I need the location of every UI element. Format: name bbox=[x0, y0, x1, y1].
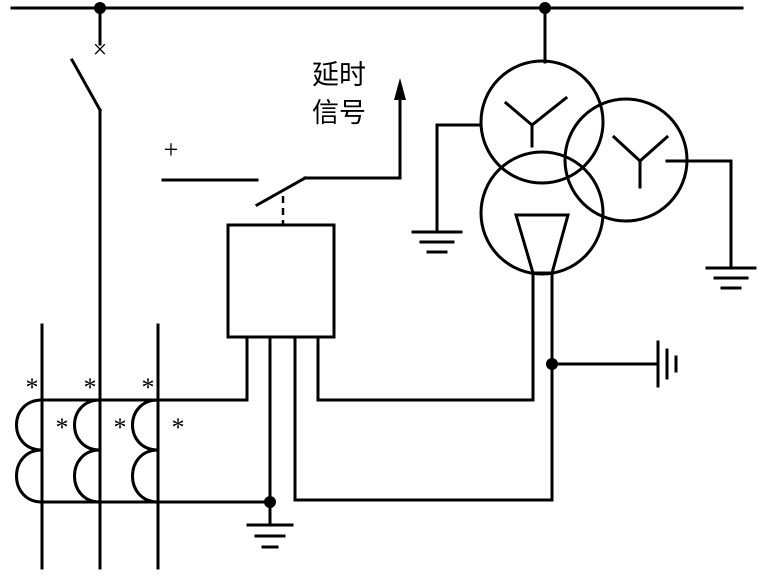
plus-label: + bbox=[164, 135, 179, 164]
delta-symbol bbox=[513, 213, 570, 275]
relay-contact bbox=[254, 175, 308, 208]
breaker: × bbox=[69, 6, 108, 570]
relay-box bbox=[226, 223, 336, 339]
side-ground-symbol bbox=[550, 340, 678, 388]
right-ground bbox=[665, 159, 757, 290]
lead-left bbox=[316, 271, 535, 402]
star-symbol-right bbox=[611, 134, 670, 189]
polarity-mark: * bbox=[84, 373, 97, 402]
left-ground bbox=[411, 123, 482, 254]
delay-signal-label-line2: 信号 bbox=[312, 98, 366, 128]
polarity-mark: * bbox=[114, 413, 127, 442]
polarity-mark: * bbox=[172, 413, 185, 442]
arrow-up-icon bbox=[394, 78, 406, 100]
breaker-mark: × bbox=[93, 35, 108, 64]
polarity-mark: * bbox=[142, 373, 155, 402]
polarity-mark: * bbox=[56, 413, 69, 442]
polarity-mark: * bbox=[26, 373, 39, 402]
polarity-marks: * * * * * * bbox=[26, 373, 185, 442]
ground-symbol bbox=[246, 500, 294, 549]
lead-right bbox=[293, 271, 554, 502]
transformer-winding-bottom bbox=[479, 150, 605, 276]
ct-windings bbox=[15, 398, 272, 504]
delay-signal-label-line1: 延时 bbox=[312, 60, 366, 90]
transformer-winding-top bbox=[479, 59, 605, 185]
star-symbol-top bbox=[503, 95, 569, 148]
